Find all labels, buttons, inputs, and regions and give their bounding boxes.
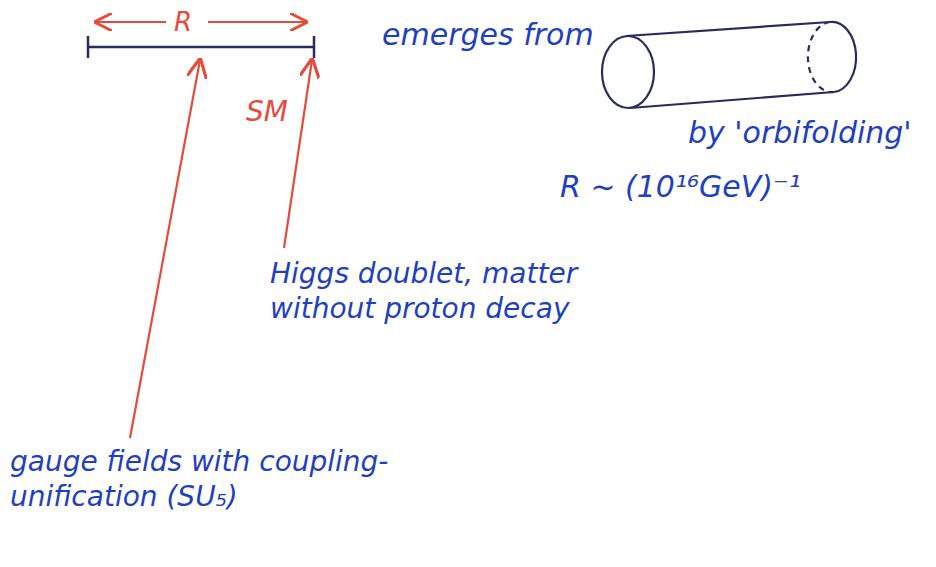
note-text: gauge fields with coupling-unification (… <box>10 444 470 514</box>
note-text: by 'orbifolding' <box>688 114 912 152</box>
note-text: emerges from <box>382 16 594 54</box>
region-label: SM <box>246 94 288 129</box>
dimension-label: R <box>174 6 192 39</box>
pointer-arrow <box>130 60 312 438</box>
formula-text: R ~ (10¹⁶GeV)⁻¹ <box>560 168 801 206</box>
note-text: Higgs doublet, matter without proton dec… <box>270 256 690 326</box>
cylinder-drawing <box>602 22 856 108</box>
dimension-arrow <box>96 21 306 23</box>
interval-segment <box>88 36 314 58</box>
